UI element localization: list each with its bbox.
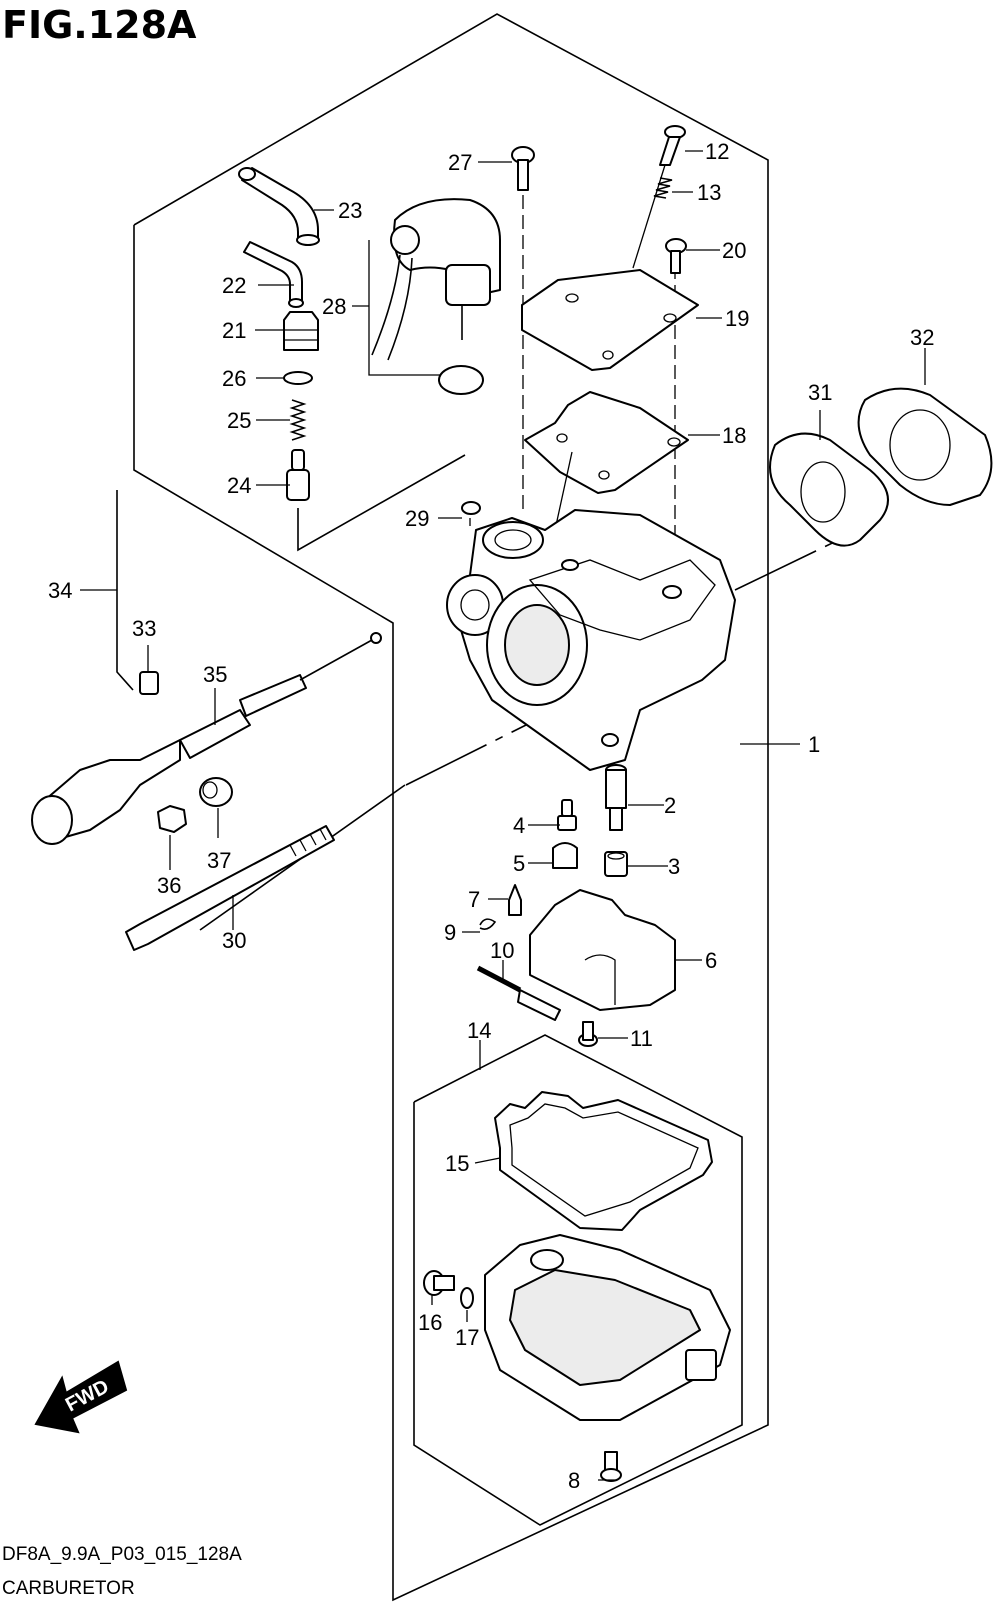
part-10-pin: [476, 965, 522, 993]
part-2-main-nozzle: [605, 764, 627, 831]
figure-name: CARBURETOR: [2, 1578, 135, 1599]
part-16-drain-plug: [423, 1270, 455, 1296]
part-37-washer: [199, 777, 233, 807]
callout-12: 12: [705, 139, 729, 164]
part-19-cover-plate: [521, 269, 699, 371]
bracket-28: [368, 240, 440, 376]
callout-9: 9: [444, 920, 456, 945]
callout-2: 2: [664, 793, 676, 818]
callout-33: 33: [132, 616, 156, 641]
callout-15: 15: [445, 1151, 469, 1176]
callout-29: 29: [405, 506, 429, 531]
callout-37: 37: [207, 848, 231, 873]
part-14-float-bowl: [484, 1234, 731, 1421]
part-23-elbow-hose: [238, 167, 320, 246]
figure-title: FIG.128A: [2, 3, 197, 47]
callout-19: 19: [725, 306, 749, 331]
part-11-screw: [578, 1021, 598, 1047]
callout-11: 11: [630, 1026, 653, 1051]
callout-6: 6: [705, 948, 717, 973]
part-8-screw: [600, 1451, 622, 1482]
fwd-arrow-icon: FWD: [34, 1360, 128, 1434]
callout-14: 14: [467, 1018, 491, 1043]
callout-23: 23: [338, 198, 362, 223]
part-21-fitting: [283, 311, 319, 351]
callout-28: 28: [322, 294, 346, 319]
solenoid-group-boundary: [297, 454, 466, 552]
callout-1: 1: [808, 732, 820, 757]
part-35-choke-cable: [31, 632, 382, 845]
callout-8: 8: [568, 1468, 580, 1493]
callout-32: 32: [910, 325, 934, 350]
callout-5: 5: [513, 851, 525, 876]
part-12-screw: [659, 125, 686, 166]
callout-16: 16: [418, 1310, 442, 1335]
part-17-washer: [460, 1287, 474, 1309]
callout-34: 34: [48, 578, 72, 603]
callout-18: 18: [722, 423, 746, 448]
part-13-spring: [653, 177, 673, 199]
callout-30: 30: [222, 928, 246, 953]
link-18-body: [554, 451, 573, 531]
callout-17: 17: [455, 1325, 479, 1350]
part-3-jet: [604, 851, 628, 877]
link-19-13: [632, 164, 666, 269]
part-27-screw: [511, 146, 535, 191]
part-20-screw: [665, 238, 687, 274]
callout-22: 22: [222, 273, 246, 298]
callout-35: 35: [203, 662, 227, 687]
callout-25: 25: [227, 408, 251, 433]
callout-numbers: 1 2 3 4 5 6 7 8 9 10 11 12 13 14 15 16 1…: [48, 139, 934, 1493]
part-34-wire: [116, 490, 134, 691]
part-6-float: [517, 889, 676, 1021]
part-4-pilot-jet: [557, 799, 577, 831]
callout-3: 3: [668, 854, 680, 879]
part-28-solenoid: [371, 198, 501, 395]
callout-21: 21: [222, 318, 246, 343]
part-18-gasket: [524, 391, 689, 494]
callout-leaders: [80, 150, 926, 1481]
part-25-spring: [289, 399, 307, 441]
callout-13: 13: [697, 180, 721, 205]
part-30-bolt: [125, 825, 335, 951]
part-29-screw: [461, 501, 481, 515]
callout-10: 10: [490, 938, 514, 963]
assembly-boundary: [133, 13, 769, 1602]
callout-20: 20: [722, 238, 746, 263]
part-24-plunger: [286, 449, 310, 501]
callout-24: 24: [227, 473, 251, 498]
callout-26: 26: [222, 366, 246, 391]
part-1-carburetor-body: [446, 509, 736, 771]
part-33-clip: [139, 671, 159, 695]
part-15-gasket: [494, 1091, 713, 1231]
part-22-hose: [243, 241, 304, 308]
callout-27: 27: [448, 150, 472, 175]
part-32-flange: [857, 387, 993, 506]
part-26-o-ring: [283, 371, 313, 385]
float-bowl-group-boundary: [413, 1034, 743, 1526]
callout-31: 31: [808, 380, 832, 405]
part-31-gasket: [769, 432, 889, 547]
part-7-needle-valve: [508, 884, 522, 916]
figure-code: DF8A_9.9A_P03_015_128A: [2, 1544, 242, 1565]
callout-4: 4: [513, 813, 525, 838]
callout-36: 36: [157, 873, 181, 898]
part-5-cap: [552, 842, 578, 869]
part-36-nut: [157, 805, 187, 833]
callout-7: 7: [468, 887, 480, 912]
part-9-clip: [479, 918, 497, 930]
